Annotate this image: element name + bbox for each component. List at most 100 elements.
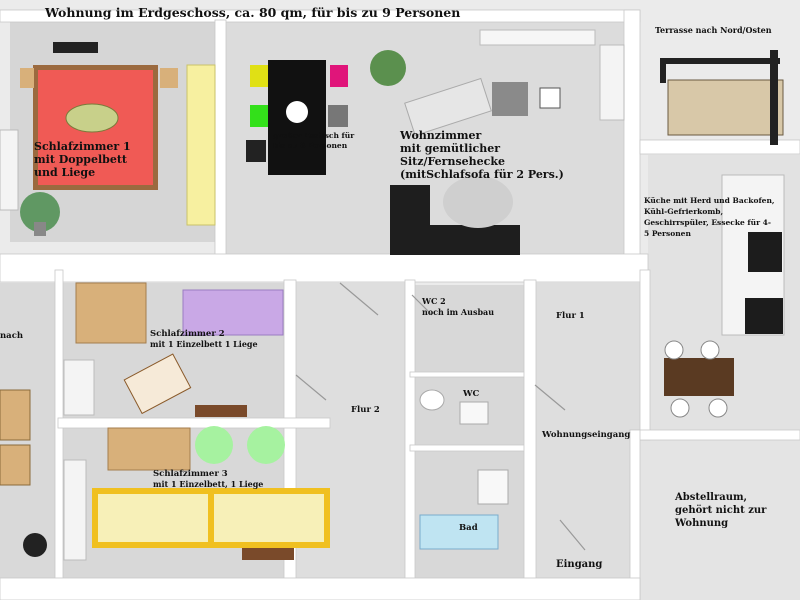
label-wc2-line1: WC 2 xyxy=(421,296,446,306)
chair xyxy=(708,398,728,418)
label-terrace: Terrasse nach Nord/Osten xyxy=(655,25,772,35)
chair xyxy=(328,105,348,127)
label-flur1: Flur 1 xyxy=(556,311,585,321)
corner-sofa xyxy=(390,225,520,255)
wall xyxy=(629,429,641,600)
label-kitchen-line2: Kühl-Gefrierkomb, xyxy=(644,207,723,216)
bedroom1-furniture xyxy=(0,42,216,236)
bench xyxy=(242,548,294,560)
label-living-line1: Wohnzimmer xyxy=(399,129,481,142)
label-entrance: Wohnungseingang xyxy=(541,430,630,440)
wall xyxy=(409,371,529,378)
chessboard xyxy=(539,87,561,109)
chair xyxy=(670,398,690,418)
patio-furniture xyxy=(0,389,31,441)
floor-wc2 xyxy=(412,285,524,373)
label-kitchen-line4: 5 Personen xyxy=(644,229,691,238)
terrace-deck xyxy=(667,79,784,136)
nightstand xyxy=(160,68,178,88)
wardrobe xyxy=(107,427,191,471)
door-swing xyxy=(559,519,586,551)
label-living-line2: mit gemütlicher xyxy=(400,142,500,155)
wall xyxy=(639,139,800,155)
sanitary xyxy=(419,389,509,550)
label-kitchen-line1: Küche mit Herd und Backofen, xyxy=(644,196,775,205)
rug xyxy=(443,176,513,228)
plan-title: Wohnung im Erdgeschoss, ca. 80 qm, für b… xyxy=(44,5,460,20)
terrace-structure xyxy=(660,50,784,145)
toilet xyxy=(419,389,445,411)
label-wc2-line2: noch im Ausbau xyxy=(422,307,494,317)
stove xyxy=(748,232,782,272)
wall xyxy=(623,9,641,276)
label-bedroom3-line2: mit 1 Einzelbett, 1 Liege xyxy=(153,479,263,489)
sofa xyxy=(404,77,492,137)
door-swing xyxy=(339,282,379,316)
wardrobe xyxy=(75,282,147,344)
label-bedroom2-line1: Schlafzimmer 2 xyxy=(150,329,225,339)
door-swing xyxy=(534,384,566,411)
chair xyxy=(330,65,348,87)
label-eingang: Eingang xyxy=(556,559,602,570)
label-bedroom3-line1: Schlafzimmer 3 xyxy=(153,469,228,479)
armchair xyxy=(492,82,528,116)
kitchen-furniture xyxy=(664,174,785,418)
radiator xyxy=(63,459,87,561)
living-furniture xyxy=(390,29,625,255)
wall xyxy=(404,279,416,581)
pergola-post xyxy=(660,58,666,83)
pergola-post xyxy=(770,50,778,145)
chair xyxy=(246,140,266,162)
label-bedroom1-line3: und Liege xyxy=(34,166,95,179)
wall xyxy=(409,444,529,452)
bed-ornament xyxy=(65,103,119,133)
label-storage-line3: Wohnung xyxy=(674,518,728,529)
label-living-line4: (mitSchlafsofa für 2 Pers.) xyxy=(400,168,564,181)
pergola-beam xyxy=(660,58,780,64)
bathtub xyxy=(419,514,499,550)
chair xyxy=(250,65,268,87)
label-dining-line2: bis zu 8 Personen xyxy=(273,141,348,150)
kitchen-table xyxy=(664,358,734,396)
wall xyxy=(523,279,537,581)
label-bedroom1-line2: mit Doppelbett xyxy=(34,153,128,166)
chair xyxy=(700,340,720,360)
wall xyxy=(629,429,800,441)
label-bath: Bad xyxy=(459,523,478,533)
pouf xyxy=(247,426,285,464)
label-left-fragment: nach xyxy=(0,331,23,341)
label-storage-line2: gehört nicht zur xyxy=(675,505,767,516)
label-dining-line1: großer Esstisch für xyxy=(273,131,355,140)
doors xyxy=(295,282,586,551)
plant xyxy=(370,50,406,86)
oven xyxy=(745,298,783,334)
bedroom3-furniture xyxy=(63,426,330,561)
floor-flur1 xyxy=(536,283,640,578)
dining-furniture xyxy=(246,50,406,175)
shelf xyxy=(599,44,625,121)
grill xyxy=(23,533,47,557)
pouf xyxy=(195,426,233,464)
label-storage-line1: Abstellraum, xyxy=(674,492,747,503)
door-swing xyxy=(295,374,327,401)
sink xyxy=(477,469,509,505)
floor-bath xyxy=(412,450,524,578)
single-bed xyxy=(98,494,208,542)
plant-pot xyxy=(34,222,46,236)
bench xyxy=(195,405,247,417)
wall xyxy=(57,417,331,429)
chair xyxy=(664,340,684,360)
labels: Wohnung im Erdgeschoss, ca. 80 qm, für b… xyxy=(0,5,775,570)
label-bedroom2-line2: mit 1 Einzelbett 1 Liege xyxy=(150,339,258,349)
single-bed xyxy=(182,289,284,336)
patio-furniture xyxy=(0,444,31,486)
label-kitchen-line3: Geschirrspüler, Essecke für 4- xyxy=(644,218,771,227)
daybed xyxy=(186,64,216,226)
wall xyxy=(639,269,651,441)
radiator xyxy=(63,359,95,416)
door-swing xyxy=(411,294,433,316)
label-living-line3: Sitz/Fernsehecke xyxy=(400,155,505,168)
floor-storage xyxy=(640,440,800,600)
chair xyxy=(250,105,268,127)
